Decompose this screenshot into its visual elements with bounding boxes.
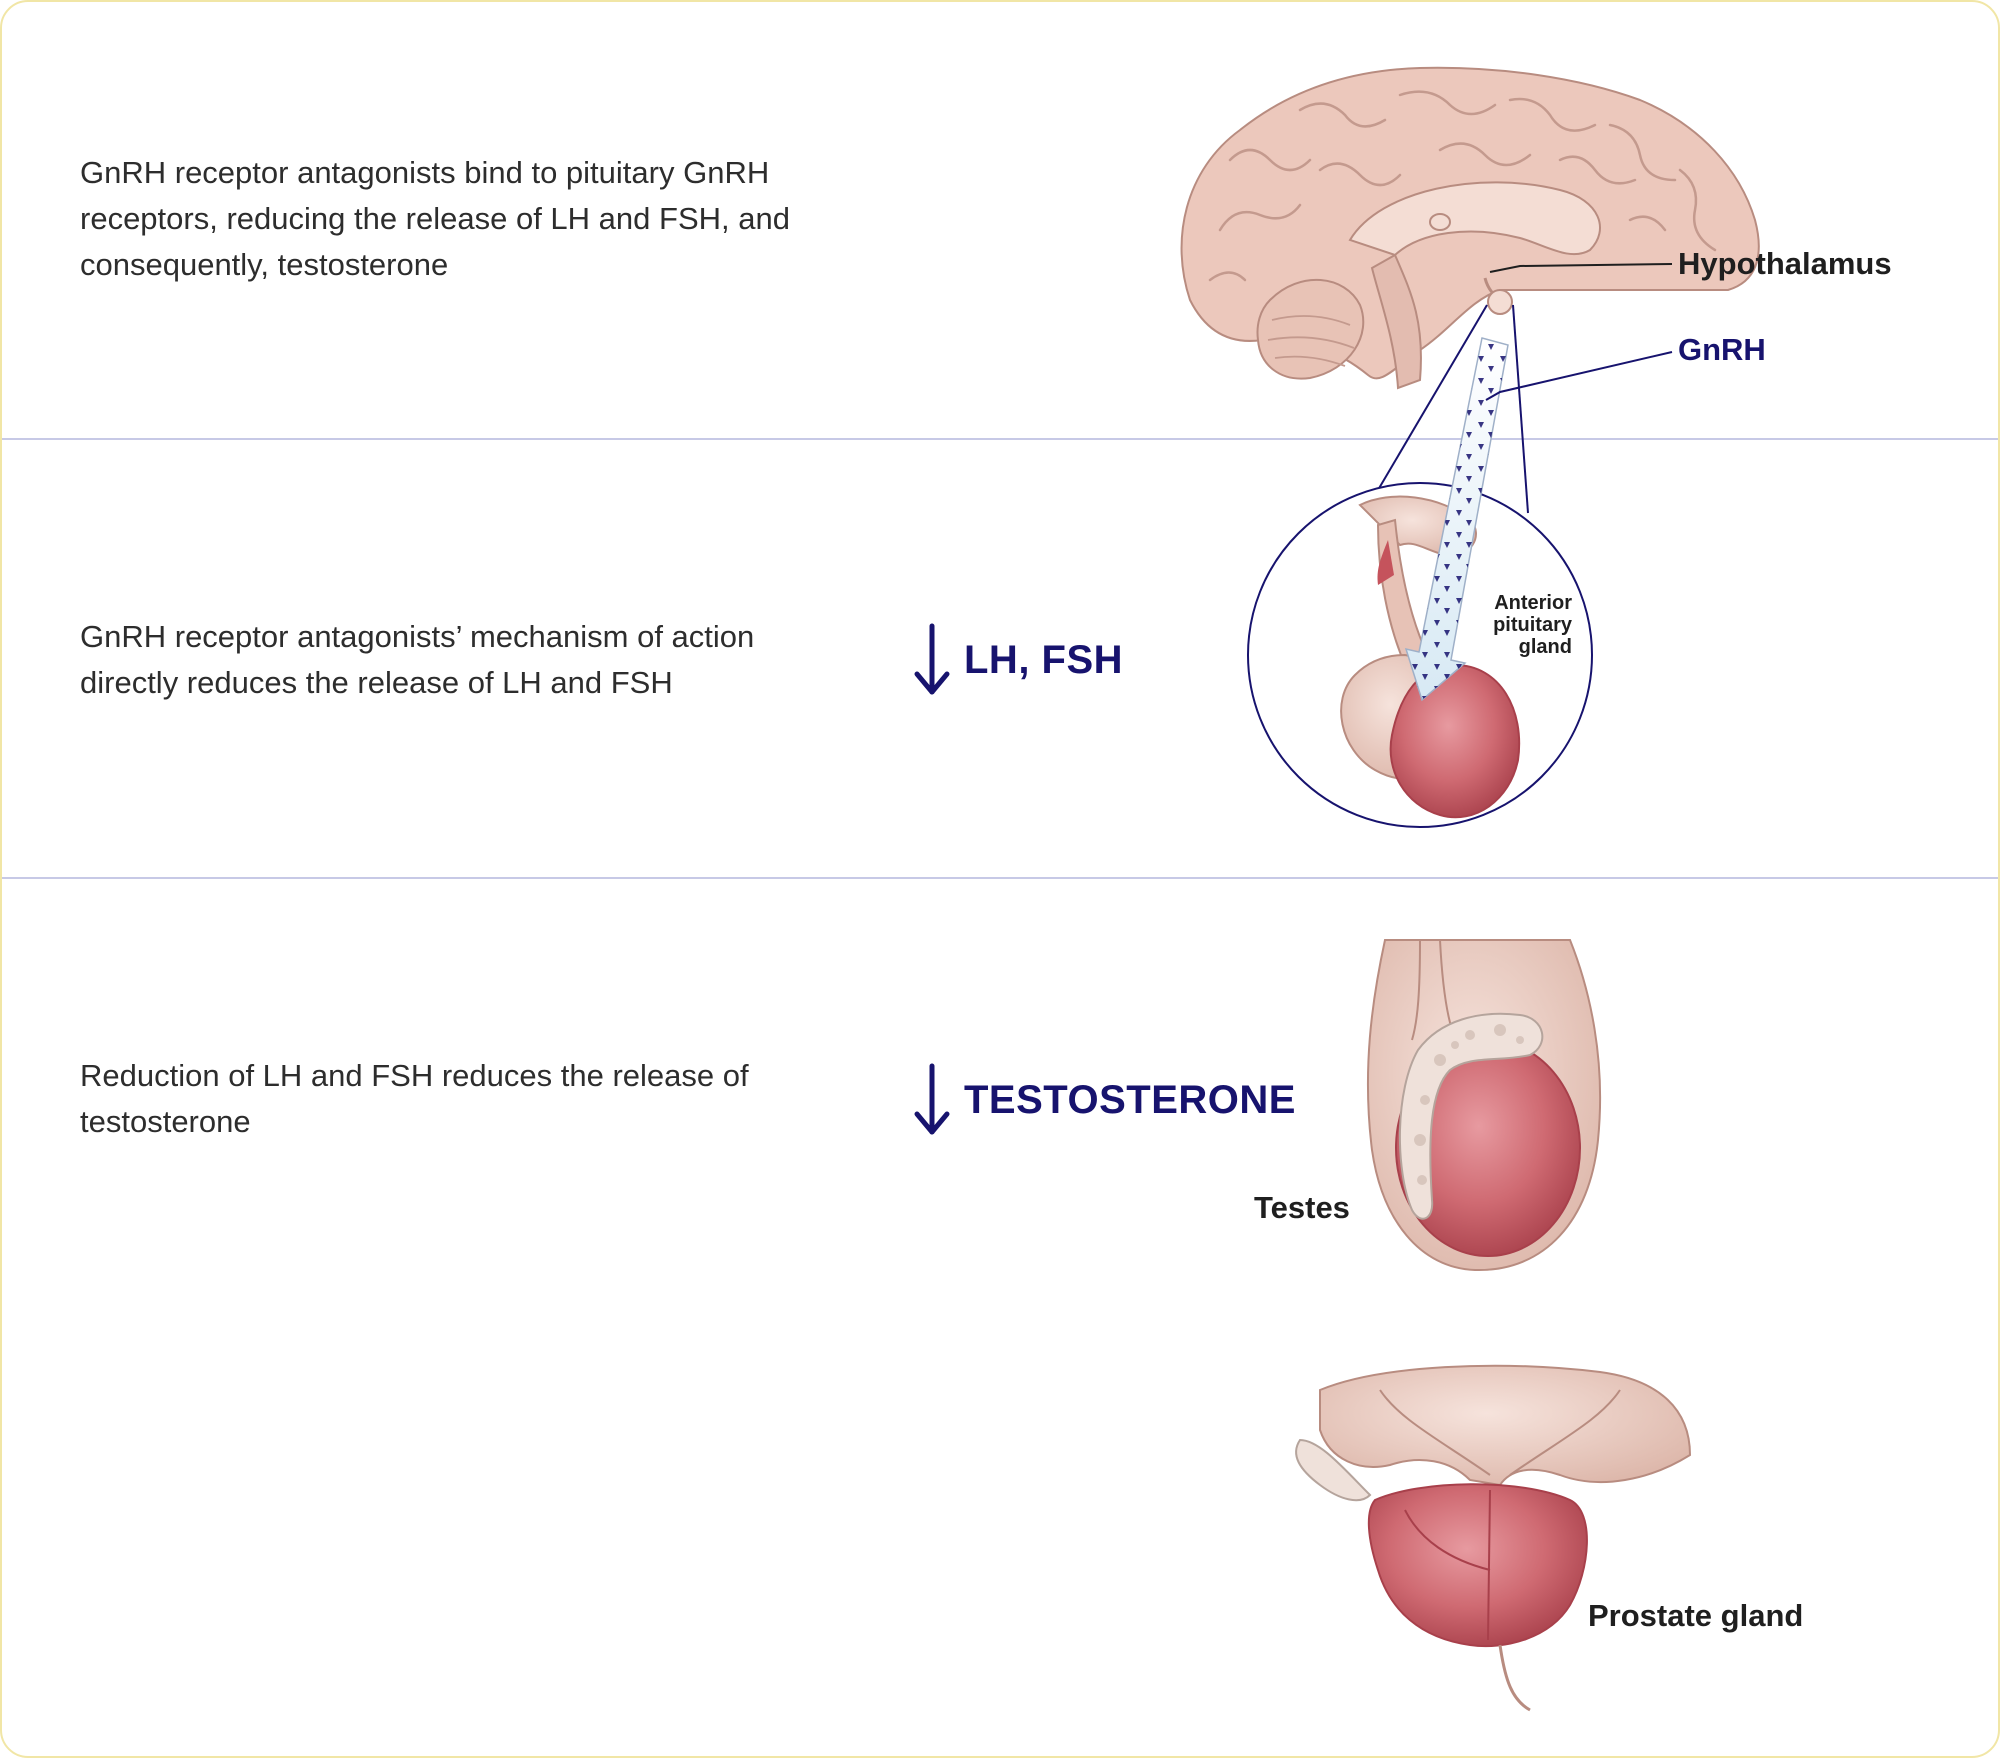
down-arrow-icon <box>914 1063 950 1135</box>
gnrh-stream-arrow <box>1404 337 1509 702</box>
row-1-description: GnRH receptor antagonists bind to pituit… <box>80 155 790 282</box>
testis-illustration <box>1366 939 1602 1272</box>
brain-illustration <box>1180 66 1760 390</box>
lh-fsh-decrease: LH, FSH <box>912 622 1123 698</box>
gnrh-leader <box>1485 351 1673 401</box>
row-3-description: Reduction of LH and FSH reduces the rele… <box>80 1058 749 1139</box>
gnrh-label: GnRH <box>1678 332 1766 367</box>
prostate-label: Prostate gland <box>1588 1598 1804 1633</box>
row-divider-1 <box>2 438 1998 440</box>
testosterone-decrease: TESTOSTERONE <box>912 1062 1296 1138</box>
row-divider-2 <box>2 877 1998 879</box>
anterior-pituitary-line-1: Anterior <box>1494 592 1572 614</box>
prostate-illustration <box>1295 1364 1692 1712</box>
hypothalamus-label: Hypothalamus <box>1678 246 1892 281</box>
anterior-pituitary-label: Anterior pituitary gland <box>1430 592 1572 658</box>
down-arrow-icon <box>914 623 950 695</box>
testosterone-label: TESTOSTERONE <box>964 1077 1296 1122</box>
testes-label: Testes <box>1254 1190 1350 1225</box>
magnify-line-left <box>1377 304 1488 491</box>
anterior-pituitary-line-3: gland <box>1518 636 1572 658</box>
hypothalamus-leader <box>1489 263 1673 273</box>
lh-fsh-label: LH, FSH <box>964 637 1124 682</box>
row-2-description: GnRH receptor antagonists’ mechanism of … <box>80 619 755 700</box>
magnify-line-right <box>1512 304 1529 514</box>
anterior-pituitary-line-2: pituitary <box>1493 614 1572 636</box>
